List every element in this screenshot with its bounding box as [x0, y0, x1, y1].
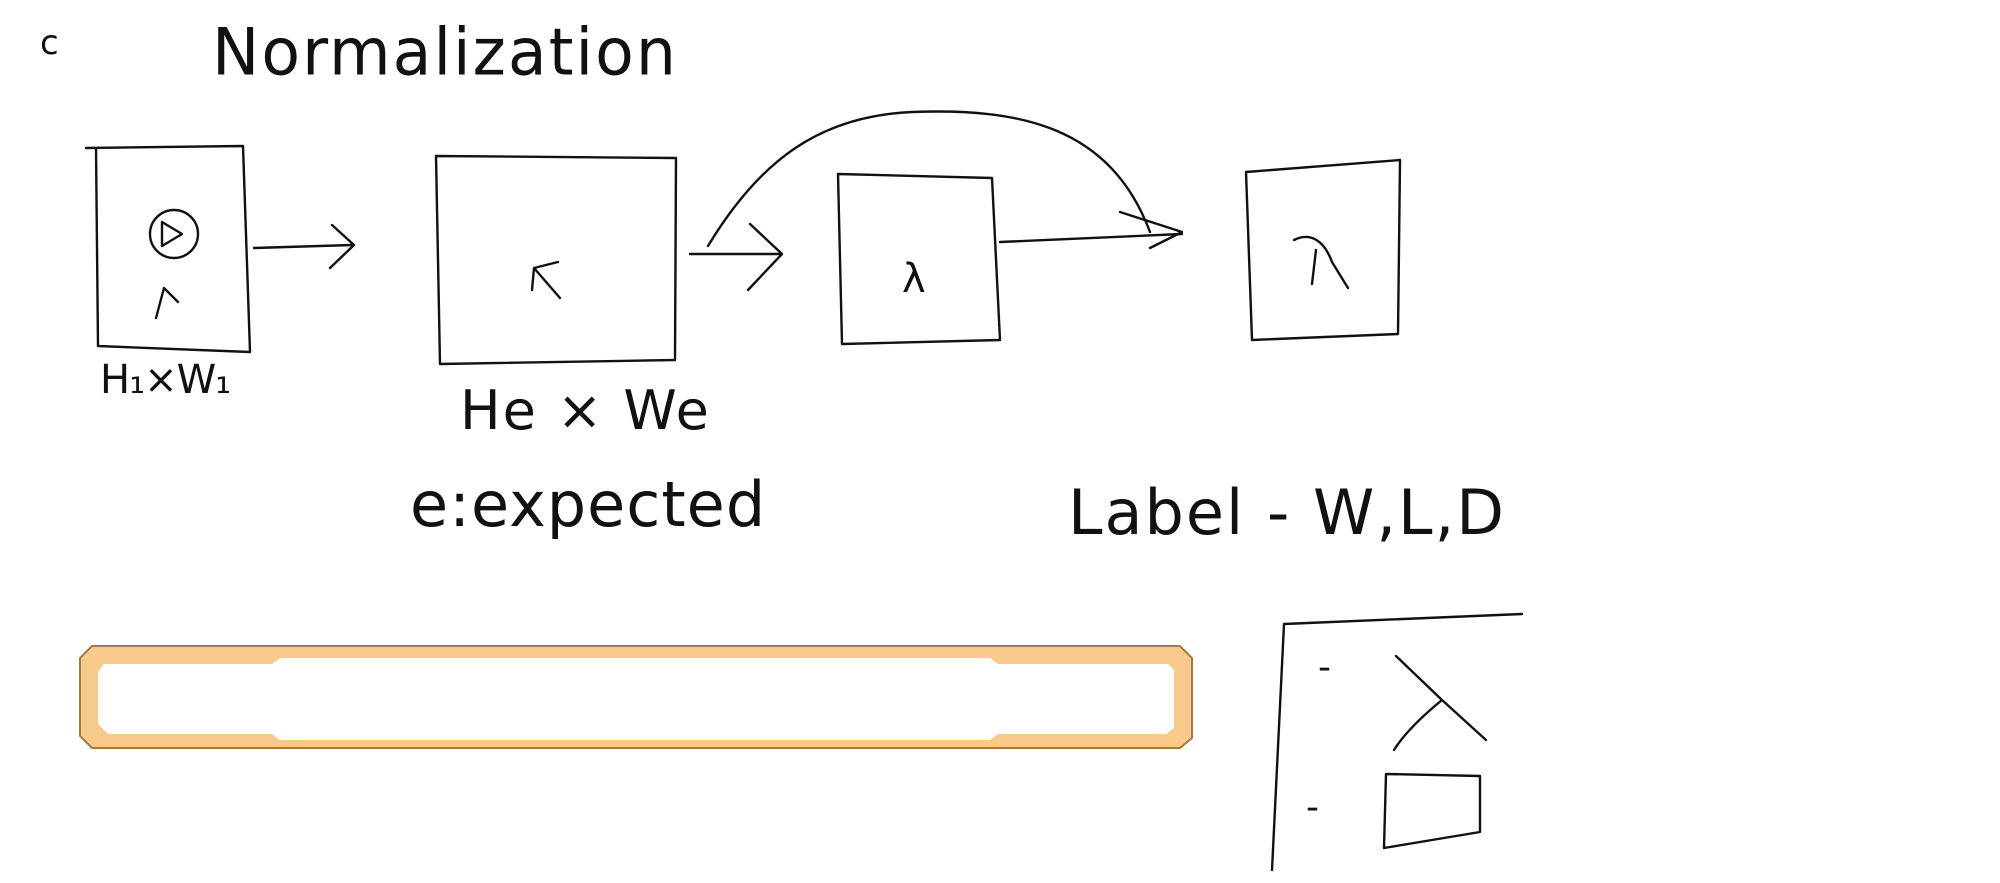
rotate-icon	[148, 208, 200, 320]
output-glyph	[1292, 235, 1350, 290]
output-box-glyph-text: λ	[1300, 230, 1301, 232]
arrow-1	[252, 223, 356, 270]
legend-item-1-dash: -	[1318, 647, 1331, 688]
legend-item-2-dash: -	[1306, 787, 1319, 828]
output-label: Label - W,L,D	[1068, 476, 1507, 549]
corner-mark: c	[40, 23, 59, 63]
page-title: Normalization	[212, 13, 678, 91]
arrow-2	[688, 222, 784, 292]
legend-rect-shape	[1382, 772, 1482, 850]
expected-note: e:expected	[410, 468, 767, 541]
legend-panel	[1270, 612, 1524, 872]
legend-lambda-shape	[1392, 654, 1488, 752]
expected-size-caption: He × We	[460, 379, 711, 442]
curved-arrow	[706, 110, 1184, 250]
expected-box	[434, 154, 678, 366]
text-input[interactable]	[290, 668, 994, 730]
input-box	[84, 144, 252, 354]
lambda-glyph: λ	[902, 256, 926, 302]
lambda-box: λ	[836, 172, 1002, 346]
input-size-caption: H₁×W₁	[100, 357, 231, 403]
arrow-3	[998, 232, 1184, 244]
output-box	[1244, 158, 1402, 342]
